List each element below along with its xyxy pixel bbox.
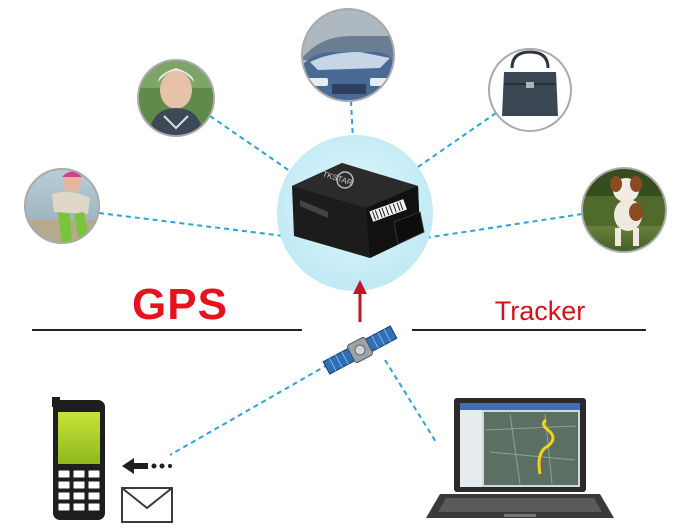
link-dog [411,213,583,241]
tracker-title: Tracker [494,296,586,326]
link-child [98,212,301,239]
link-handbag [404,112,497,177]
obd-tracker-device: TKSTAR [292,163,425,258]
link-elderly [209,115,301,179]
gps-title: GPS [132,280,228,329]
cars-photo [301,8,395,102]
envelope-icon [121,487,173,523]
elderly-person-photo [137,59,215,137]
message-arrow [122,458,172,474]
uplink-arrow [353,280,367,322]
satellite-icon [322,325,398,375]
laptop-map-icon [426,398,614,518]
link-phone [169,359,337,456]
mobile-phone-icon [52,397,105,520]
child-photo [24,168,100,244]
handbag-photo [488,48,572,132]
connection-lines [98,100,583,456]
link-cars [350,100,354,141]
link-laptop [384,359,437,443]
dog-photo [581,167,667,253]
